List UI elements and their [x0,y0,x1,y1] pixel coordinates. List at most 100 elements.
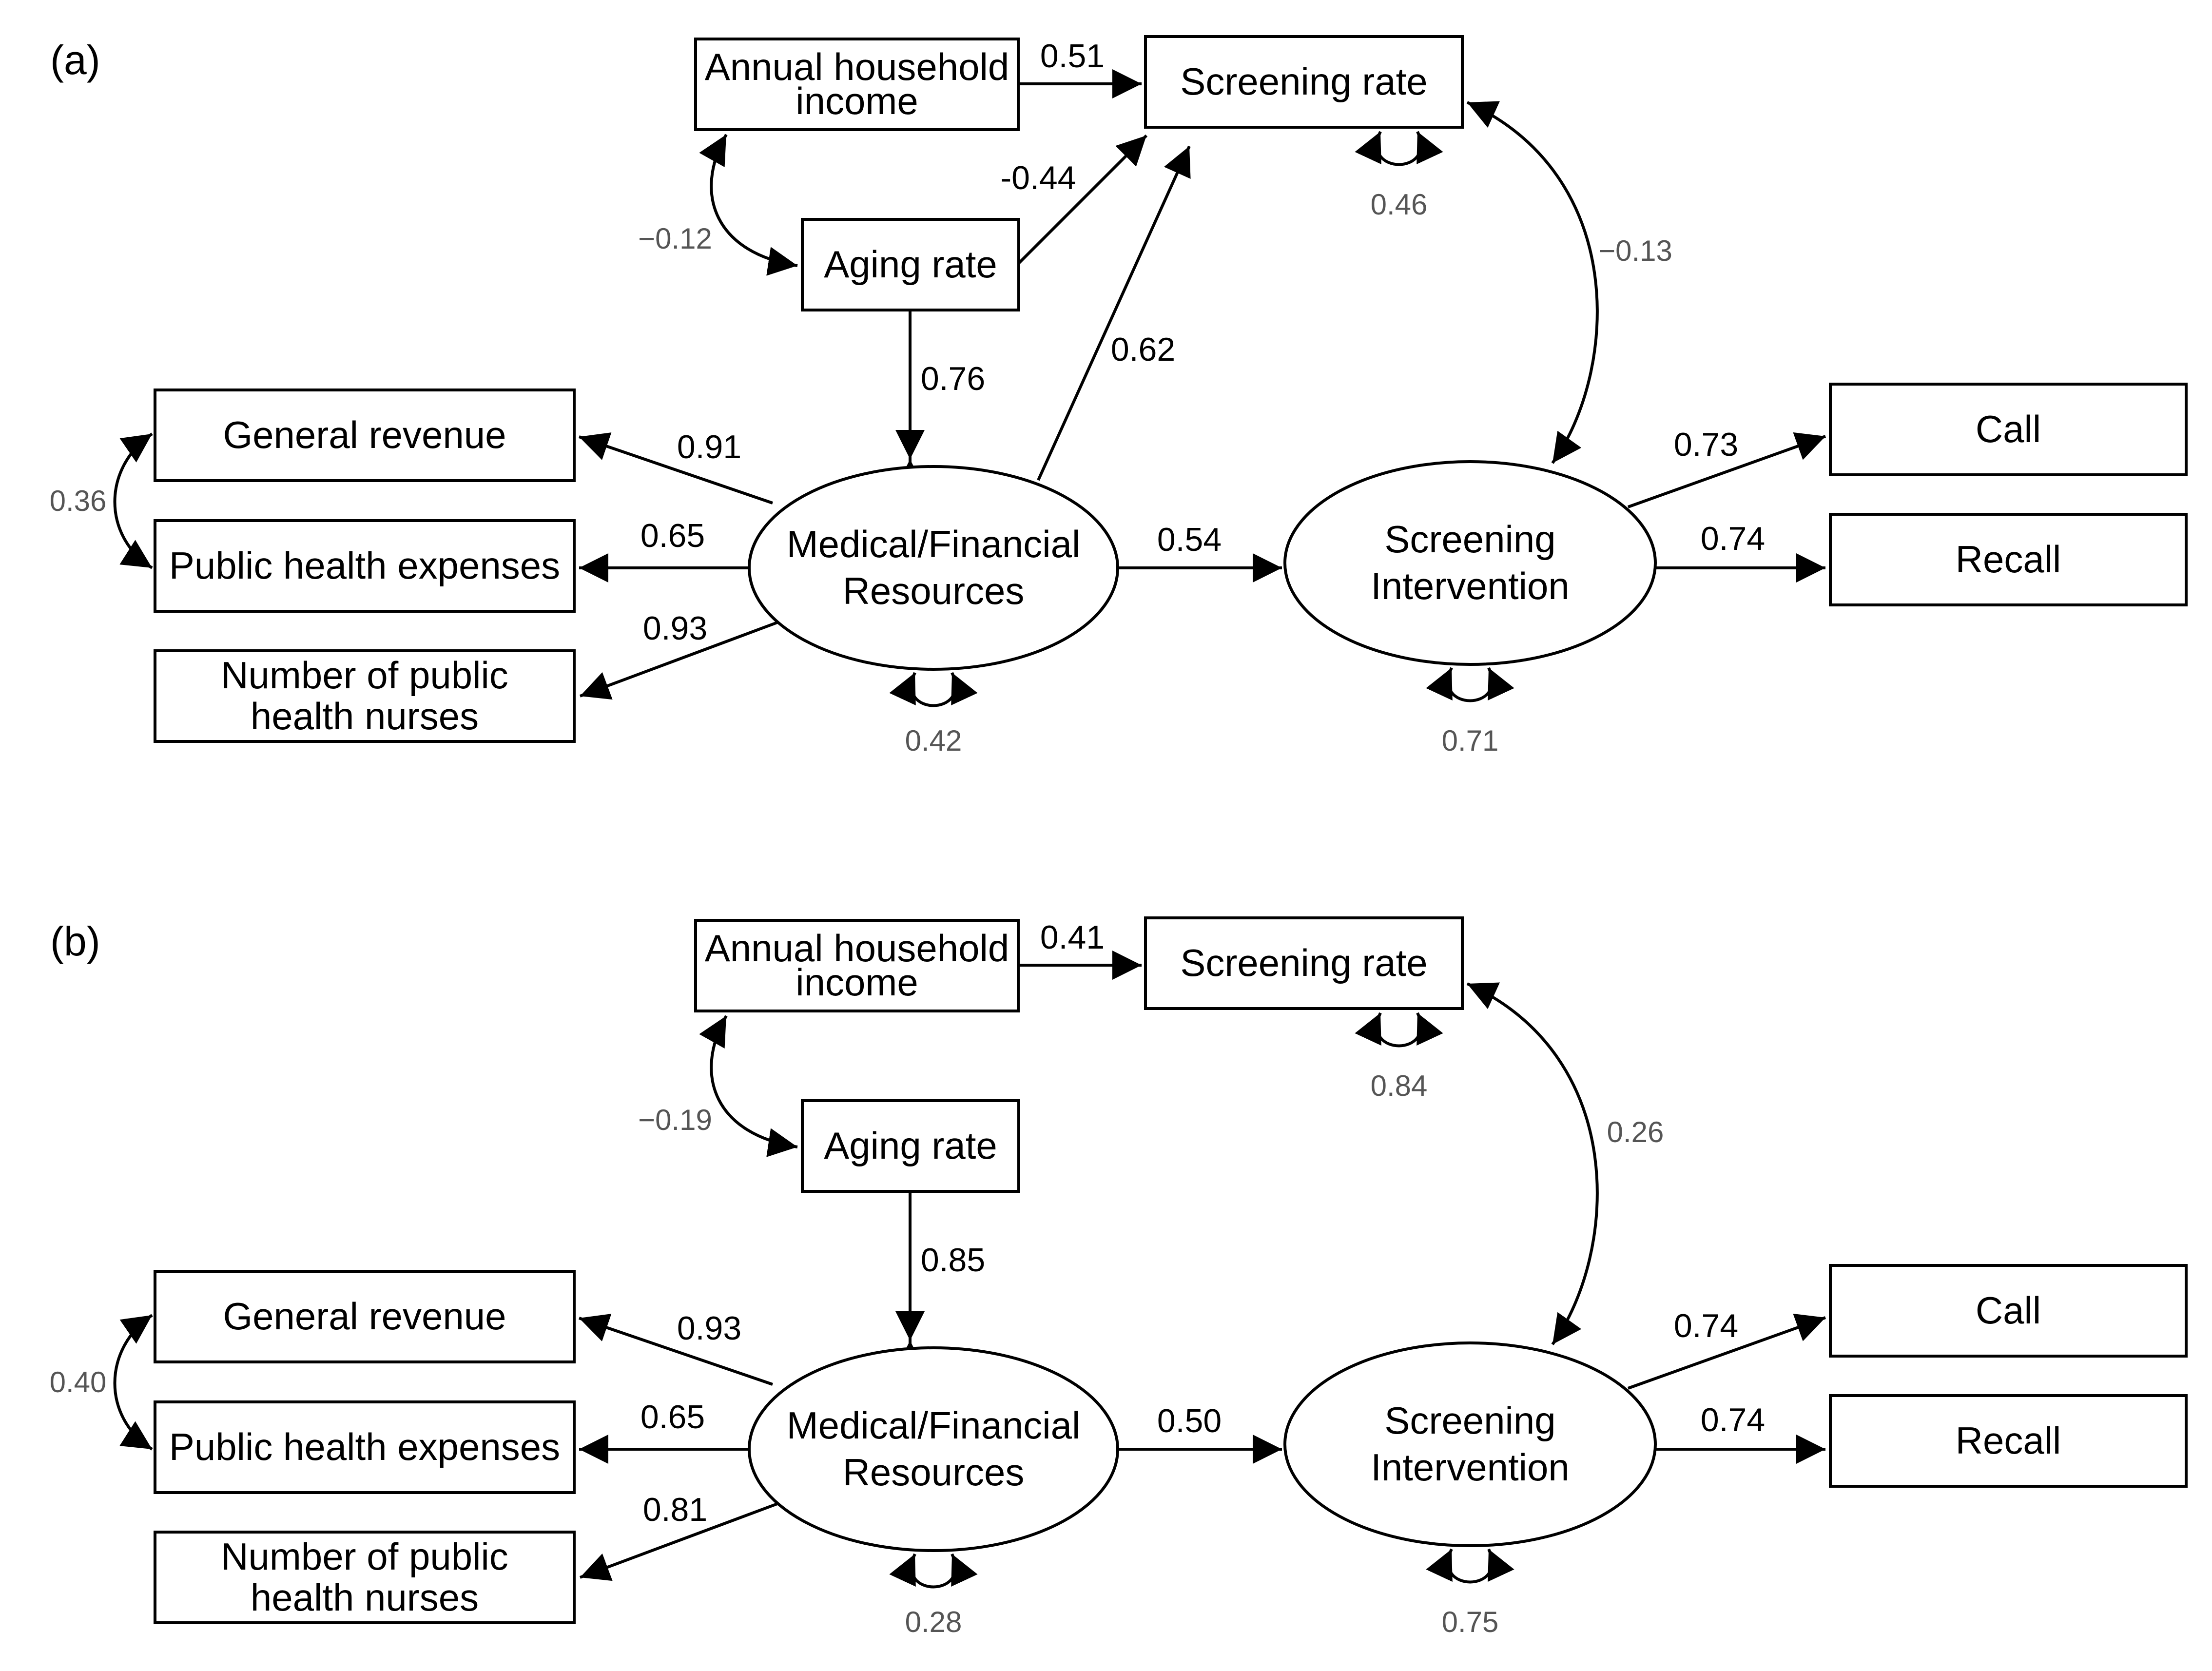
cov-income-aging [699,134,798,276]
edge-medfin-to-revenue [579,432,773,505]
panel-label: (b) [50,918,100,964]
coef-intervention-to-recall: 0.74 [1701,520,1765,557]
latent-medfin-label-line-1: Medical/Financial [787,1404,1081,1447]
coef-medfin-to-nurses: 0.81 [643,1491,707,1528]
node-recall [1829,1394,2188,1488]
latent-medfin [748,465,1119,671]
coef-medfin-to-nurses: 0.93 [643,610,707,647]
coef-aging-to-medfin: 0.85 [921,1242,985,1279]
cov-label-revenue-health: 0.40 [50,1366,107,1399]
residual-loop-medfin [889,672,978,707]
edge-medfin-to-revenue [579,1314,773,1386]
node-call [1829,1264,2188,1358]
coef-aging-to-rate: -0.44 [1001,159,1076,196]
node-public-health [154,1400,576,1494]
node-income-label-line-2: income [796,961,918,1004]
node-income [694,919,1020,1012]
latent-intervention-label-line-2: Intervention [1371,1446,1570,1489]
coef-medfin-to-revenue: 0.93 [677,1310,741,1347]
coef-medfin-to-intervention: 0.50 [1157,1402,1222,1439]
node-aging [801,1099,1020,1193]
edge-intervention-to-call [1627,1313,1826,1390]
node-public-health [154,519,576,613]
cov-label-revenue-health: 0.36 [50,485,107,517]
residual-label-medfin: 0.28 [905,1606,962,1638]
node-aging [801,218,1020,311]
node-recall [1829,513,2188,606]
coef-medfin-to-health: 0.65 [640,517,705,554]
coef-aging-to-medfin: 0.76 [921,360,985,397]
latent-medfin-label-line-2: Resources [843,569,1025,612]
cov-label-rate-intervention: −0.13 [1598,234,1672,267]
residual-loop-medfin [889,1553,978,1589]
cov-rate-intervention [1466,101,1599,464]
node-general-revenue [154,1270,576,1363]
residual-label-intervention: 0.75 [1442,1606,1499,1638]
coef-medfin-to-revenue: 0.91 [677,428,741,466]
node-nurses [154,649,576,743]
edge-medfin-to-nurses [579,1501,781,1581]
node-general-revenue [154,389,576,482]
node-screening-rate [1144,916,1464,1010]
residual-loop-intervention [1426,667,1514,702]
cov-revenue-health [113,432,153,569]
node-income [694,38,1020,131]
node-nurses-label-line-1: Number of public [221,654,508,697]
coef-medfin-to-health: 0.65 [640,1399,705,1436]
node-general-revenue-label: General revenue [223,1295,506,1338]
node-income-label-line-1: Annual household [705,45,1009,88]
node-screening-rate-label: Screening rate [1180,941,1427,984]
cov-income-aging [699,1015,798,1157]
panel-label: (a) [50,37,100,83]
coef-income-to-rate: 0.51 [1040,38,1105,75]
node-public-health-label: Public health expenses [169,544,560,587]
latent-intervention-label-line-1: Screening [1384,1399,1555,1442]
node-public-health-label: Public health expenses [169,1425,560,1468]
residual-loop-intervention [1426,1548,1514,1584]
cov-rate-intervention [1466,982,1599,1345]
latent-intervention-label-line-2: Intervention [1371,564,1570,607]
node-call-label: Call [1976,1289,2041,1332]
node-call-label: Call [1976,408,2041,450]
latent-intervention-label-line-1: Screening [1384,518,1555,561]
latent-medfin-label-line-2: Resources [843,1451,1025,1494]
node-call [1829,383,2188,476]
node-screening-rate-label: Screening rate [1180,60,1427,103]
node-nurses-label-line-2: health nurses [251,695,479,738]
coef-intervention-to-recall: 0.74 [1701,1401,1765,1438]
node-nurses-label-line-2: health nurses [251,1576,479,1619]
node-screening-rate [1144,35,1464,129]
residual-loop-screening-rate [1355,1012,1443,1048]
node-general-revenue-label: General revenue [223,413,506,456]
edge-aging-to-screening-rate [1017,134,1148,265]
coef-intervention-to-call: 0.73 [1674,426,1738,463]
cov-label-income-aging: −0.12 [638,222,712,255]
cov-revenue-health [113,1314,153,1451]
residual-label-screening-rate: 0.46 [1371,188,1428,221]
cov-label-income-aging: −0.19 [638,1104,712,1136]
residual-label-medfin: 0.42 [905,724,962,757]
coef-intervention-to-call: 0.74 [1674,1307,1738,1344]
residual-label-screening-rate: 0.84 [1371,1069,1428,1102]
coef-medfin-to-intervention: 0.54 [1157,521,1222,558]
node-aging-label: Aging rate [824,1124,997,1167]
cov-label-rate-intervention: 0.26 [1607,1116,1664,1148]
edge-intervention-to-call [1627,432,1826,508]
residual-loop-screening-rate [1355,131,1443,166]
node-income-label-line-2: income [796,79,918,122]
node-recall-label: Recall [1956,538,2061,581]
latent-medfin [748,1346,1119,1552]
node-nurses-label-line-1: Number of public [221,1535,508,1578]
residual-label-intervention: 0.71 [1442,724,1499,757]
node-recall-label: Recall [1956,1419,2061,1462]
latent-intervention [1283,1341,1657,1547]
latent-intervention [1283,460,1657,666]
edge-medfin-to-nurses [579,620,781,700]
coef-income-to-rate: 0.41 [1040,919,1105,956]
coef-medfin-to-rate: 0.62 [1111,331,1175,368]
node-income-label-line-1: Annual household [705,927,1009,970]
edge-medfin-to-screening-rate [1037,145,1191,481]
